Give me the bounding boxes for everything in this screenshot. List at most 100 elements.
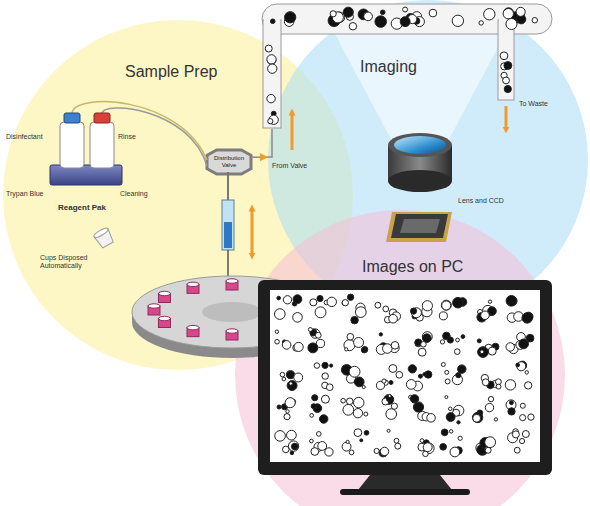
cell (353, 409, 362, 418)
cell (293, 313, 303, 323)
cell (345, 348, 348, 351)
cell (482, 379, 489, 386)
cell (472, 412, 482, 422)
cell (418, 348, 426, 356)
cell (532, 17, 538, 23)
stage-title: Images on PC (362, 258, 463, 276)
cell (265, 45, 272, 52)
cell (441, 300, 451, 310)
cell (453, 297, 464, 308)
cell (449, 430, 452, 433)
cell (341, 398, 346, 403)
light-cone (335, 34, 505, 145)
cell (506, 343, 514, 351)
cell (504, 62, 512, 70)
cell (317, 295, 323, 301)
cell (291, 443, 298, 450)
cell (360, 439, 363, 442)
cell (387, 429, 390, 432)
sample-cup (187, 325, 199, 329)
cell (509, 401, 513, 405)
cell (353, 397, 364, 408)
cell (528, 414, 534, 420)
cell (485, 447, 491, 453)
cell (280, 372, 285, 377)
flow-arrow (291, 112, 294, 150)
cell (514, 447, 520, 453)
cell (364, 430, 369, 435)
cell (311, 404, 316, 409)
cell (374, 448, 379, 453)
cell (319, 415, 327, 423)
cell (290, 451, 294, 455)
cell (310, 439, 314, 443)
cell (423, 373, 427, 377)
cell (512, 431, 519, 438)
sample-line (268, 129, 272, 157)
cell (396, 371, 403, 378)
cell (453, 405, 464, 416)
cell (321, 395, 329, 403)
cell (380, 447, 388, 455)
cell (485, 403, 493, 411)
cell (445, 379, 450, 384)
cell (508, 408, 515, 415)
cell (354, 429, 362, 437)
cell (516, 363, 520, 367)
cell (481, 311, 490, 320)
cell (496, 384, 501, 389)
cell (440, 340, 444, 344)
cell (362, 346, 368, 352)
cell (440, 444, 447, 451)
cell (285, 398, 295, 408)
cell (441, 429, 448, 436)
cell (386, 409, 397, 420)
cell (310, 299, 317, 306)
cell (456, 338, 460, 342)
cell (394, 438, 399, 443)
cell (286, 410, 289, 413)
cell (294, 342, 303, 351)
cell (288, 441, 298, 451)
cell (314, 363, 320, 369)
cell (274, 309, 285, 320)
cell (517, 362, 526, 371)
cell (442, 301, 451, 310)
cell (275, 431, 286, 442)
cell (284, 414, 290, 420)
cell (488, 396, 493, 401)
cell (503, 9, 513, 19)
flow-arrow (505, 106, 508, 130)
cell (445, 370, 449, 374)
cell (330, 364, 333, 367)
cell (403, 7, 408, 12)
cell (410, 395, 418, 403)
cell (349, 23, 356, 30)
cell (484, 9, 495, 20)
cell (318, 442, 327, 451)
cell (361, 348, 366, 353)
cell (354, 377, 364, 387)
cell (322, 373, 328, 379)
part-label: Cups Disposed Automatically (40, 254, 100, 270)
cell (308, 328, 312, 332)
part-label: Lens and CCD (458, 197, 504, 205)
cell (275, 339, 280, 344)
cell (270, 19, 275, 24)
sample-cup (158, 291, 170, 295)
cell (287, 381, 297, 391)
cell (327, 297, 336, 306)
cell (445, 396, 448, 399)
cell (420, 439, 424, 443)
monitor (258, 280, 552, 495)
sample-cup (226, 329, 238, 333)
part-label: Rinse (118, 133, 136, 141)
reagent-pak (50, 102, 207, 185)
cell (355, 307, 366, 318)
cell (379, 333, 382, 336)
cell (478, 347, 489, 358)
cell (277, 405, 281, 409)
cell (282, 341, 291, 350)
